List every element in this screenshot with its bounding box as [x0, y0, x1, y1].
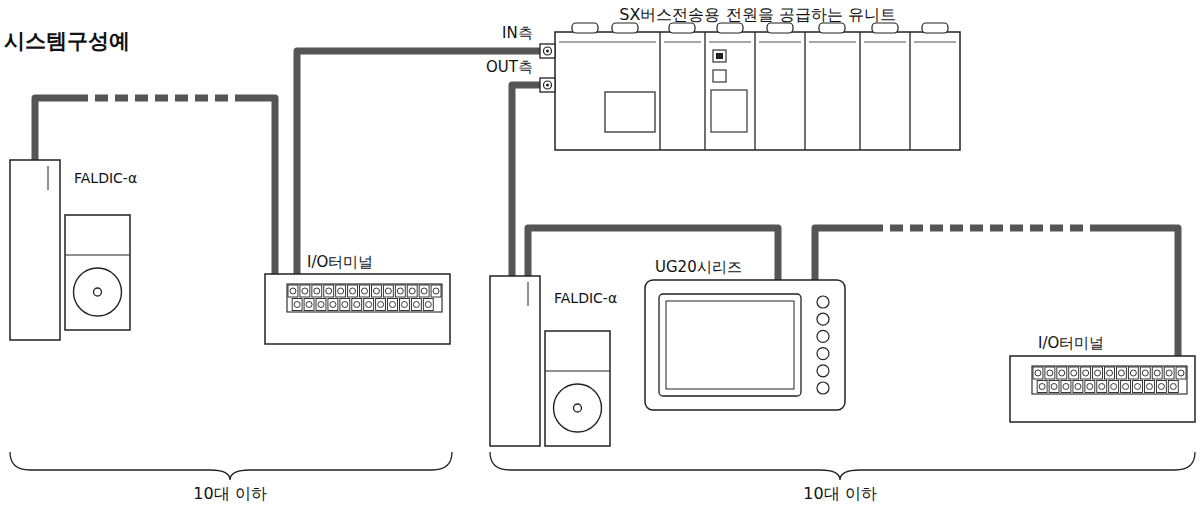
bus-cable	[512, 85, 555, 276]
diagram-title: 시스템구성예	[4, 29, 130, 54]
device-label: FALDIC-α	[74, 170, 137, 187]
cable-port	[540, 78, 555, 92]
plc-unit: SX버스전송용 전원을 공급하는 유니트	[555, 32, 960, 150]
cable-break-dashes	[870, 224, 1090, 233]
servo-amplifier-drawing	[10, 160, 150, 340]
touch-panel-drawing	[645, 280, 845, 410]
group-bracket	[10, 452, 452, 480]
servo-amplifier: FALDIC-α	[490, 276, 620, 446]
device-label: UG20시리즈	[655, 258, 742, 276]
bus-cable	[815, 228, 1178, 356]
device-label: FALDIC-α	[554, 290, 617, 307]
cable-break-dashes	[75, 94, 240, 103]
io-terminal-drawing	[265, 274, 450, 344]
device-label: SX버스전송용 전원을 공급하는 유니트	[555, 5, 960, 24]
bus-cable	[528, 228, 778, 280]
touch-panel: UG20시리즈	[645, 280, 845, 410]
device-label: I/O터미널	[307, 253, 373, 271]
group-count: 10대 이하	[803, 484, 876, 503]
io-terminal: I/O터미널	[1010, 356, 1195, 422]
plc-unit-drawing	[555, 32, 960, 150]
group-bracket	[490, 452, 1195, 480]
servo-amplifier: FALDIC-α	[10, 160, 150, 340]
cable-port	[540, 44, 555, 58]
device-label: I/O터미널	[1038, 334, 1104, 352]
port-label: OUT측	[486, 58, 533, 76]
io-terminal: I/O터미널	[265, 274, 450, 344]
io-terminal-drawing	[1010, 356, 1195, 422]
group-count: 10대 이하	[193, 484, 266, 503]
port-label: IN측	[502, 24, 533, 42]
